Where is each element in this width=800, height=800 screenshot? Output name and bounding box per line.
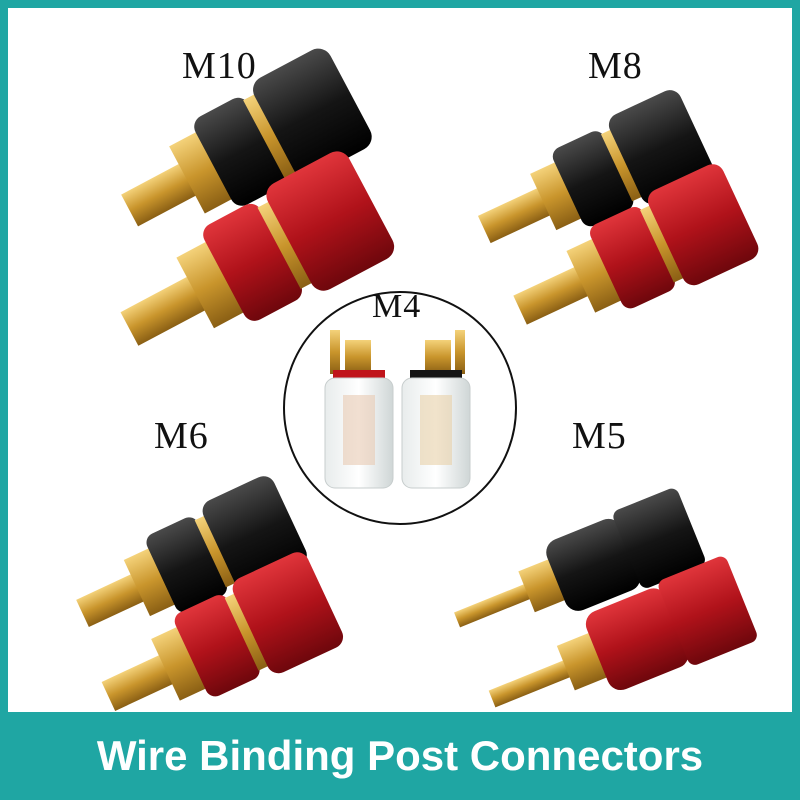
m4-binding-posts bbox=[283, 291, 517, 525]
title-banner: Wire Binding Post Connectors bbox=[0, 712, 800, 800]
label-m10: M10 bbox=[182, 45, 257, 87]
m10-binding-posts bbox=[120, 48, 395, 346]
label-m8: M8 bbox=[588, 45, 643, 87]
label-m5: M5 bbox=[572, 415, 627, 457]
m6-binding-posts bbox=[76, 476, 344, 711]
label-m4: M4 bbox=[372, 288, 422, 325]
banner-title: Wire Binding Post Connectors bbox=[96, 732, 704, 779]
m5-binding-posts bbox=[454, 488, 757, 708]
label-m6: M6 bbox=[154, 415, 209, 457]
m8-binding-posts bbox=[477, 90, 759, 325]
